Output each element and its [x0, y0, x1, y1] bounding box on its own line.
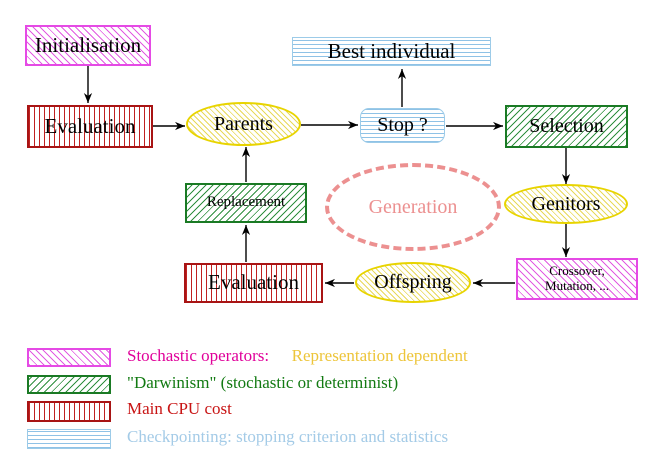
legend-label-group: Stochastic operators: Representation dep… [127, 346, 468, 366]
legend-label-checkpointing: Checkpointing: stopping criterion and st… [127, 427, 449, 446]
legend: Stochastic operators: Representation dep… [0, 340, 662, 460]
node-best-individual[interactable]: Best individual [292, 37, 491, 66]
legend-label-representation-dependent: Representation dependent [291, 346, 468, 365]
legend-label-darwinism: "Darwinism" (stochastic or determinist) [127, 373, 399, 392]
node-offspring[interactable]: Offspring [355, 262, 471, 303]
legend-label-stochastic-operators: Stochastic operators: [127, 346, 270, 365]
legend-swatch-blue-lines [27, 429, 111, 449]
legend-row-darwinism: "Darwinism" (stochastic or determinist) [27, 373, 587, 397]
node-initialisation[interactable]: Initialisation [25, 25, 151, 66]
legend-row-stochastic-operators: Stochastic operators: Representation dep… [27, 346, 587, 370]
node-parents[interactable]: Parents [186, 102, 301, 146]
node-generation-loop: Generation [325, 163, 501, 251]
node-selection[interactable]: Selection [505, 105, 628, 148]
legend-swatch-green-hatch [27, 375, 111, 394]
node-evaluation-top[interactable]: Evaluation [27, 105, 153, 148]
legend-row-checkpointing: Checkpointing: stopping criterion and st… [27, 427, 627, 451]
legend-label-main-cpu-cost: Main CPU cost [127, 399, 232, 418]
node-evaluation-bottom[interactable]: Evaluation [184, 263, 323, 303]
node-replacement[interactable]: Replacement [185, 183, 307, 223]
crossover-label-line2: Mutation, ... [545, 278, 609, 293]
legend-swatch-red-stripes [27, 401, 111, 422]
legend-swatch-magenta-hatch [27, 348, 111, 367]
crossover-label-line1: Crossover, [549, 263, 605, 279]
node-stop-decision[interactable]: Stop ? [360, 108, 445, 143]
node-genitors[interactable]: Genitors [504, 184, 628, 224]
node-crossover-mutation[interactable]: Crossover, Mutation, ... [516, 258, 638, 300]
legend-row-main-cpu-cost: Main CPU cost [27, 399, 587, 423]
